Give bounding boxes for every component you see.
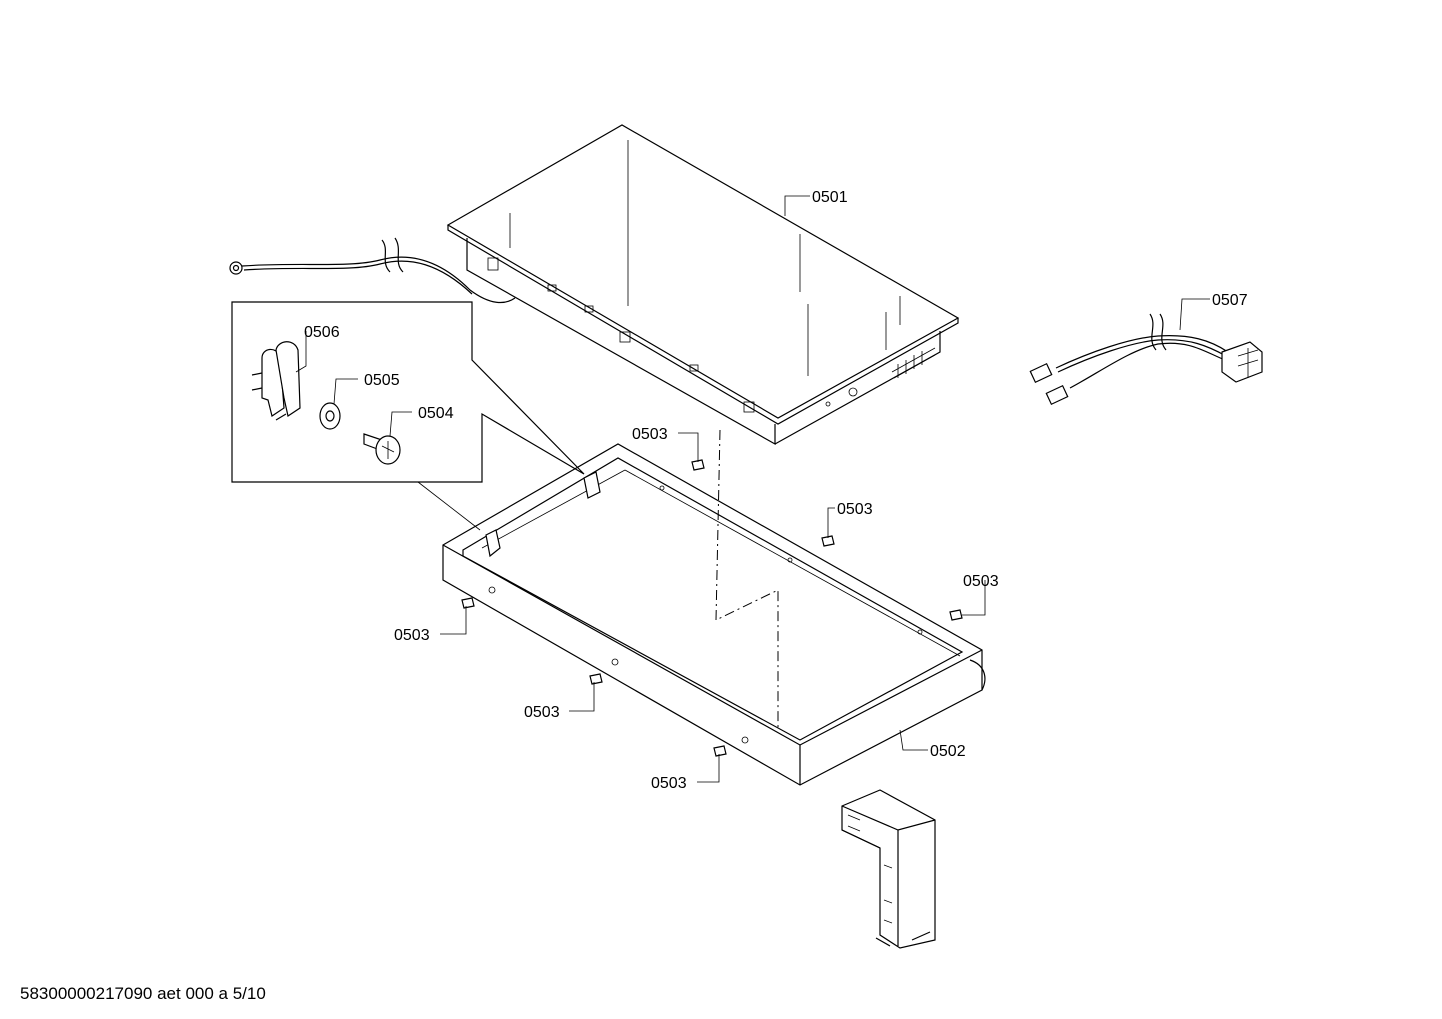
mounting-bracket — [841, 789, 936, 949]
screw-part — [461, 597, 475, 609]
screw-part — [949, 609, 963, 621]
label-0503: 0503 — [837, 501, 873, 518]
label-0504: 0504 — [418, 405, 454, 422]
washer-part — [319, 402, 341, 430]
screw-part — [691, 459, 705, 471]
label-0507: 0507 — [1212, 292, 1248, 309]
alignment-line — [715, 429, 779, 728]
detail-inset — [231, 301, 585, 531]
bolt-part — [363, 433, 401, 465]
ground-wire — [229, 237, 516, 304]
label-0506: 0506 — [304, 324, 340, 341]
frame-part — [442, 443, 986, 786]
label-0503: 0503 — [394, 627, 430, 644]
label-0503: 0503 — [632, 426, 668, 443]
cooktop-part — [446, 124, 960, 446]
screw-part — [713, 745, 727, 757]
screw-part — [589, 673, 603, 685]
label-0501: 0501 — [812, 189, 848, 206]
screw-part — [821, 535, 835, 547]
label-0503: 0503 — [963, 573, 999, 590]
label-0502: 0502 — [930, 743, 966, 760]
clip-part — [251, 341, 301, 421]
label-0505: 0505 — [364, 372, 400, 389]
label-0503: 0503 — [651, 775, 687, 792]
document-footer: 58300000217090 aet 000 a 5/10 — [20, 984, 266, 1003]
label-0503: 0503 — [524, 704, 560, 721]
leader-lines — [295, 195, 1210, 783]
cable-harness-part — [1029, 313, 1263, 406]
